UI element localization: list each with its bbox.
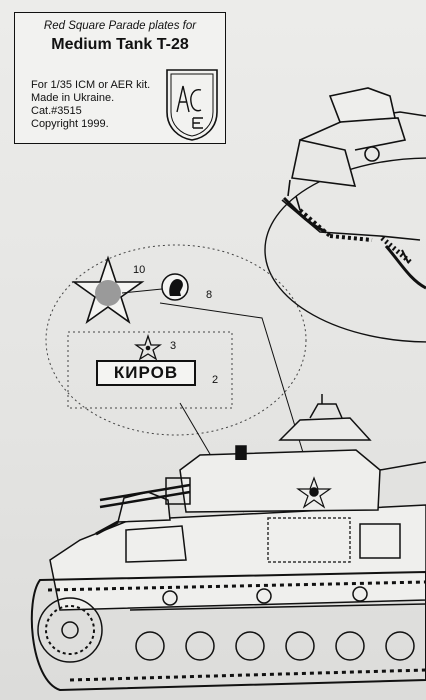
star-decal-number: 10: [133, 264, 145, 276]
kirov-decal-number: 2: [212, 374, 218, 386]
small-star-decal: [133, 333, 163, 361]
kirov-plate-decal: КИРОВ: [96, 360, 196, 386]
decal-panel-outline: [67, 331, 233, 409]
portrait-decal-number: 8: [206, 289, 212, 301]
origin-text: Made in Ukraine.: [31, 92, 115, 104]
star-decal: [71, 255, 145, 325]
small-star-decal-number: 3: [170, 340, 176, 352]
product-info: For 1/35 ICM or AER kit. Made in Ukraine…: [31, 79, 150, 131]
portrait-decal: [161, 273, 189, 301]
product-title: Medium Tank T-28: [51, 36, 189, 53]
product-subtitle: Red Square Parade plates for: [43, 20, 197, 32]
side-view-tank-drawing: [30, 394, 426, 692]
isometric-tank-drawing: [264, 87, 426, 343]
decal-group-outline: [45, 244, 307, 436]
portrait-leader-line: [121, 288, 163, 294]
kit-compatibility: For 1/35 ICM or AER kit.: [31, 79, 151, 91]
product-title-box: Red Square Parade plates for Medium Tank…: [14, 12, 226, 144]
catalog-number: Cat.#3515: [31, 105, 82, 117]
copyright-text: Copyright 1999.: [31, 118, 109, 130]
ace-logo: [166, 69, 218, 141]
